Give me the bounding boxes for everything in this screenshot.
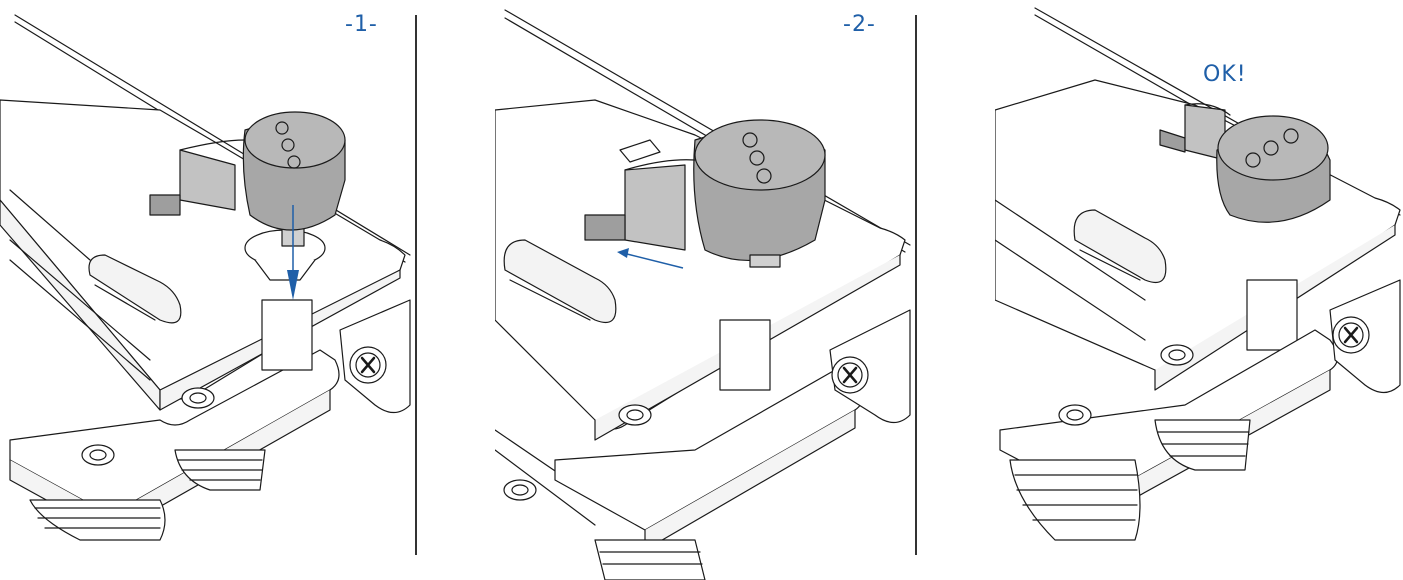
arrow-icon (287, 205, 299, 300)
arrow-icon (617, 248, 684, 269)
threaded-body (1009, 459, 1141, 541)
mount-hole (503, 479, 537, 501)
threaded-body (29, 499, 166, 541)
panel-divider (415, 15, 417, 555)
panel-divider (915, 15, 917, 555)
mount-hole (1160, 344, 1194, 366)
step-2-label: -2- (843, 12, 876, 37)
marked-cap-icon (584, 119, 826, 268)
bracket-slot (88, 254, 182, 324)
marked-cap-icon (149, 111, 346, 231)
marked-cap-icon (1159, 103, 1331, 223)
mount-hole (1058, 404, 1092, 426)
mount-hole (81, 444, 115, 466)
step-1-illustration (0, 14, 411, 541)
shaft (1246, 279, 1298, 351)
step-1-label: -1- (345, 12, 378, 37)
step-1-panel: -1- (0, 0, 420, 580)
step-3-illustration (995, 7, 1401, 541)
shaft (261, 299, 313, 371)
threaded-body (594, 539, 706, 580)
bracket-top-edge (14, 14, 411, 256)
mount-hole (181, 387, 215, 409)
bracket-top-edge (504, 9, 911, 246)
mount-hole (618, 404, 652, 426)
step-2-illustration (495, 9, 911, 580)
step-2-panel: -2- (495, 0, 920, 580)
bracket-slot (1073, 209, 1167, 284)
step-3-panel: OK! (995, 0, 1403, 580)
bracket-slot (503, 239, 617, 324)
lower-plate (9, 349, 340, 516)
ok-label: OK! (1203, 62, 1247, 87)
shaft (719, 319, 771, 391)
